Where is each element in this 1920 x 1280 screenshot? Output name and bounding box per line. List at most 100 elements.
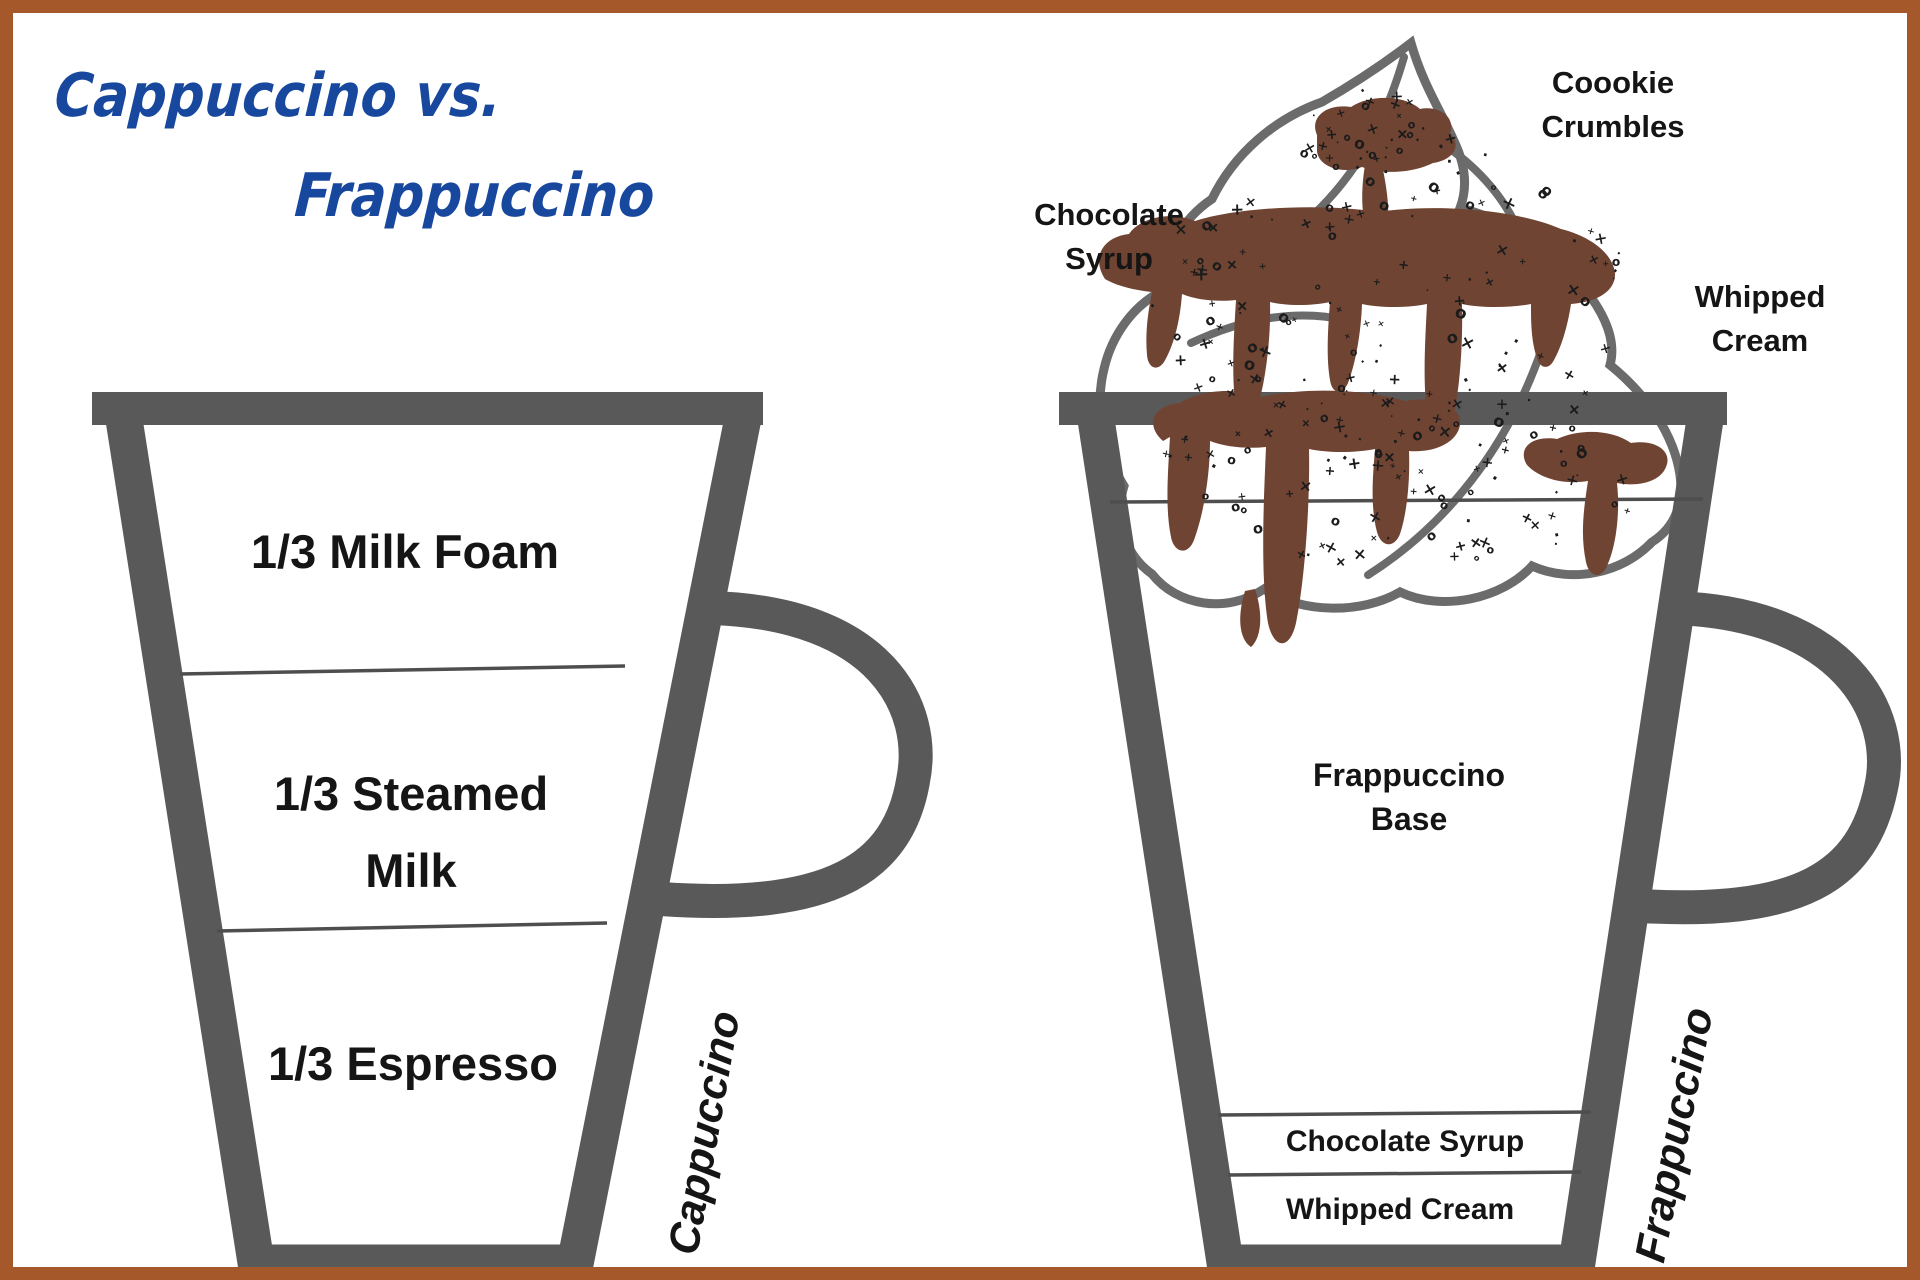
speckle-mark: · xyxy=(1573,471,1581,481)
speckle-mark: o xyxy=(1486,543,1495,557)
speckle-mark: · xyxy=(1357,355,1368,368)
speckle-mark: × xyxy=(1174,221,1187,239)
speckle-mark: · xyxy=(1504,404,1512,423)
speckle-mark: · xyxy=(1383,163,1389,181)
chocolate-drip-loose xyxy=(1240,589,1261,647)
speckle-mark: + xyxy=(1387,94,1405,114)
speckle-mark: o xyxy=(1230,499,1242,516)
speckle-mark: · xyxy=(1342,386,1351,395)
speckle-mark: o xyxy=(1285,317,1294,328)
speckle-mark: o xyxy=(1336,379,1347,395)
speckle-mark: × xyxy=(1325,125,1333,136)
speckle-mark: · xyxy=(1412,133,1423,147)
callout-cookie-crumbles: Coookie Crumbles xyxy=(1541,65,1685,144)
speckle-mark: + xyxy=(1174,351,1188,370)
speckle-mark: o xyxy=(1207,373,1217,386)
speckle-mark: · xyxy=(1258,342,1267,358)
speckle-mark: × xyxy=(1237,246,1249,258)
speckle-mark: o xyxy=(1327,229,1337,244)
speckle-mark: × xyxy=(1322,537,1339,558)
speckle-mark: o xyxy=(1254,374,1262,386)
speckle-mark: · xyxy=(1465,383,1474,397)
speckle-mark: · xyxy=(1423,285,1432,295)
speckle-mark: · xyxy=(1496,358,1503,374)
speckle-mark: × xyxy=(1417,466,1425,476)
speckle-mark: o xyxy=(1465,486,1477,499)
speckle-mark: · xyxy=(1551,485,1562,499)
speckle-mark: · xyxy=(1382,143,1392,153)
speckle-mark: · xyxy=(1376,338,1386,353)
speckle-mark: · xyxy=(1334,138,1341,148)
speckle-mark: + xyxy=(1371,153,1381,166)
frappuccino-mug-right-wall xyxy=(1557,410,1725,1267)
speckle-mark: · xyxy=(1380,152,1391,164)
speckle-mark: + xyxy=(1324,464,1336,480)
speckle-mark: o xyxy=(1368,147,1378,163)
speckle-mark: + xyxy=(1230,200,1244,219)
speckle-mark: + xyxy=(1316,138,1330,155)
speckle-mark: × xyxy=(1255,340,1275,363)
speckle-mark: o xyxy=(1406,117,1418,132)
speckle-mark: + xyxy=(1409,193,1419,205)
cappuccino-mug-drawing xyxy=(92,392,933,1267)
speckle-mark: + xyxy=(1346,453,1363,474)
speckle-mark: + xyxy=(1388,460,1397,471)
speckle-mark: · xyxy=(1387,132,1397,148)
speckle-mark: · xyxy=(1327,295,1334,310)
speckle-mark: × xyxy=(1494,240,1511,260)
speckle-mark: · xyxy=(1362,146,1373,159)
chocolate-band-main xyxy=(1099,207,1616,438)
speckle-mark: + xyxy=(1196,332,1215,354)
speckle-mark: · xyxy=(1558,445,1565,461)
frappuccino-layer-whipped-cream: Whipped Cream xyxy=(1285,1193,1515,1226)
speckle-mark: × xyxy=(1361,318,1372,330)
speckle-mark: · xyxy=(1525,393,1533,408)
speckle-mark: × xyxy=(1471,463,1482,475)
speckle-mark: + xyxy=(1362,93,1378,111)
speckle-mark: + xyxy=(1393,109,1405,121)
speckle-mark: · xyxy=(1466,273,1474,289)
cappuccino-layer-espresso: 1/3 Espresso xyxy=(267,1037,558,1090)
speckle-mark: · xyxy=(1387,411,1396,421)
speckle-mark: · xyxy=(1356,152,1366,168)
speckle-mark: + xyxy=(1183,450,1194,464)
speckle-mark: o xyxy=(1394,143,1405,158)
cappuccino-divider-foam-milk xyxy=(179,664,626,676)
speckle-mark: × xyxy=(1302,139,1317,157)
speckle-mark: o xyxy=(1331,159,1340,173)
speckle-mark: o xyxy=(1202,490,1210,503)
cappuccino-layer-milk-foam: 1/3 Milk Foam xyxy=(250,525,560,578)
speckle-mark: + xyxy=(1622,506,1632,518)
speckle-mark: · xyxy=(1553,537,1559,550)
speckle-mark: · xyxy=(1420,121,1426,135)
speckle-mark: · xyxy=(1247,210,1256,226)
speckle-mark: · xyxy=(1236,375,1240,387)
chocolate-blob-rim xyxy=(1153,390,1461,644)
speckle-mark: + xyxy=(1342,330,1352,342)
speckle-mark: + xyxy=(1431,184,1443,199)
speckle-mark: × xyxy=(1256,261,1268,273)
speckle-mark: · xyxy=(1311,111,1316,121)
frappuccino-layer-chocolate-syrup: Chocolate Syrup xyxy=(1285,1125,1525,1158)
speckle-mark: o xyxy=(1472,552,1483,563)
cappuccino-mug-right-wall xyxy=(555,409,763,1267)
speckle-mark: + xyxy=(1409,486,1418,498)
page-title-line1: Cappuccino vs. xyxy=(52,61,504,131)
frappuccino-divider-base-syrup xyxy=(1217,1110,1592,1117)
speckle-mark: × xyxy=(1370,534,1377,544)
speckle-mark: o xyxy=(1352,133,1368,154)
speckle-mark: × xyxy=(1476,532,1494,552)
speckle-mark: · xyxy=(1482,265,1491,280)
speckle-mark: · xyxy=(1371,354,1382,371)
speckle-mark: + xyxy=(1284,487,1294,501)
speckle-mark: + xyxy=(1179,432,1190,446)
speckle-mark: × xyxy=(1244,194,1258,211)
speckle-mark: · xyxy=(1238,308,1242,320)
frappuccino-divider-syrup-cream xyxy=(1227,1170,1582,1177)
speckle-mark: · xyxy=(1304,548,1313,564)
speckle-mark: · xyxy=(1610,274,1617,283)
speckle-mark: × xyxy=(1352,544,1367,564)
frappuccino-mug-drawing: oo+·+·o××o·+o··×oo·oo·+·+o×++×···×o·×+×·… xyxy=(1059,35,1901,1267)
speckle-mark: + xyxy=(1534,350,1546,363)
speckle-mark: o xyxy=(1349,345,1358,359)
